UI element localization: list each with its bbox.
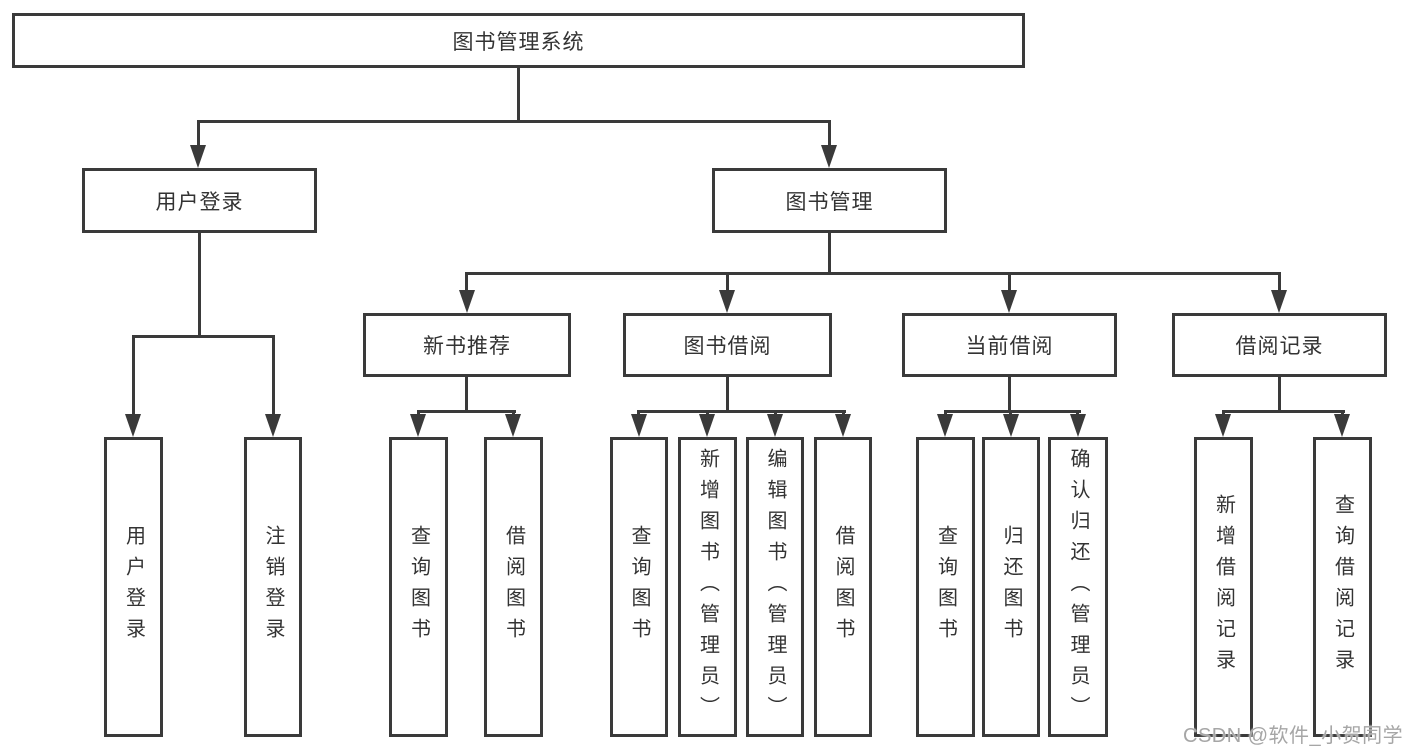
leaf-query-books-current: 查询图书 [916, 437, 975, 737]
connector-user-login-drop [197, 120, 200, 148]
leaf-label: 新增借阅记录 [1212, 494, 1235, 680]
csdn-watermark: CSDN @软件_小贺同学 [1183, 725, 1404, 747]
connector-record-bus [1222, 410, 1345, 413]
connector-leaf-drop [272, 335, 275, 420]
arrow-down-icon [719, 290, 735, 313]
leaf-label: 借阅图书 [832, 525, 854, 649]
leaf-query-books-recommend: 查询图书 [389, 437, 448, 737]
leaf-label: 借阅图书 [502, 525, 525, 649]
arrow-down-icon [1334, 414, 1350, 437]
leaf-edit-books-admin: 编辑图书（管理员） [746, 437, 804, 737]
leaf-label: 注销登录 [262, 525, 284, 649]
leaf-label: 查询图书 [407, 525, 430, 649]
leaf-add-books-admin: 新增图书（管理员） [678, 437, 737, 737]
arrow-down-icon [410, 414, 426, 437]
arrow-down-icon [767, 414, 783, 437]
arrow-down-icon [937, 414, 953, 437]
arrow-down-icon [459, 290, 475, 313]
arrow-down-icon [1001, 290, 1017, 313]
connector-root-drop [517, 68, 520, 122]
arrow-down-icon [1271, 290, 1287, 313]
connector-l3-drop [465, 272, 468, 294]
connector-l3-drop [726, 272, 729, 294]
arrow-down-icon [631, 414, 647, 437]
node-label: 图书管理 [785, 190, 874, 214]
arrow-down-icon [505, 414, 521, 437]
node-label: 新书推荐 [423, 335, 511, 358]
connector-user-login-stem [198, 233, 201, 338]
leaf-query-borrow-record: 查询借阅记录 [1313, 437, 1372, 737]
leaf-label: 确认归还（管理员） [1067, 447, 1089, 727]
leaf-add-borrow-record: 新增借阅记录 [1194, 437, 1253, 737]
node-current-borrowing: 当前借阅 [902, 313, 1117, 377]
leaf-label: 查询借阅记录 [1331, 494, 1354, 680]
arrow-down-icon [1003, 414, 1019, 437]
leaf-return-books: 归还图书 [982, 437, 1040, 737]
leaf-label: 新增图书（管理员） [696, 447, 719, 727]
leaf-borrow-books-recommend: 借阅图书 [484, 437, 543, 737]
leaf-label: 查询图书 [934, 525, 957, 649]
leaf-confirm-return-admin: 确认归还（管理员） [1048, 437, 1108, 737]
node-label: 借阅记录 [1235, 335, 1324, 358]
arrow-down-icon [190, 145, 206, 168]
node-book-borrowing: 图书借阅 [623, 313, 832, 377]
connector-borrow-bus [637, 410, 846, 413]
connector-book-mgmt-stem [828, 233, 831, 275]
leaf-label: 编辑图书（管理员） [764, 447, 786, 727]
arrow-down-icon [821, 145, 837, 168]
node-label: 图书借阅 [683, 335, 772, 358]
connector-level2-bus [197, 120, 831, 123]
leaf-query-books-borrow: 查询图书 [610, 437, 668, 737]
connector-borrow-stem [726, 377, 729, 413]
leaf-borrow-books: 借阅图书 [814, 437, 872, 737]
node-user-login: 用户登录 [82, 168, 317, 233]
arrow-down-icon [1070, 414, 1086, 437]
connector-l3-drop [1278, 272, 1281, 294]
node-book-management: 图书管理 [712, 168, 947, 233]
node-borrowing-records: 借阅记录 [1172, 313, 1387, 377]
arrow-down-icon [699, 414, 715, 437]
leaf-label: 归还图书 [1000, 525, 1022, 649]
arrow-down-icon [265, 414, 281, 437]
leaf-label: 用户登录 [122, 525, 145, 649]
arrow-down-icon [835, 414, 851, 437]
connector-record-stem [1278, 377, 1281, 413]
connector-user-login-bus [132, 335, 275, 338]
node-label: 图书管理系统 [452, 30, 585, 54]
connector-rec-bus [417, 410, 516, 413]
node-label: 用户登录 [155, 190, 244, 214]
connector-current-stem [1008, 377, 1011, 413]
connector-book-mgmt-drop [828, 120, 831, 148]
leaf-label: 查询图书 [628, 525, 650, 649]
connector-leaf-drop [132, 335, 135, 420]
connector-l3-drop [1008, 272, 1011, 294]
node-new-book-recommend: 新书推荐 [363, 313, 571, 377]
node-library-management-system: 图书管理系统 [12, 13, 1025, 68]
connector-rec-stem [465, 377, 468, 413]
leaf-user-login: 用户登录 [104, 437, 163, 737]
leaf-logout: 注销登录 [244, 437, 302, 737]
connector-current-bus [944, 410, 1081, 413]
arrow-down-icon [1215, 414, 1231, 437]
arrow-down-icon [125, 414, 141, 437]
connector-level3-bus [465, 272, 1281, 275]
node-label: 当前借阅 [965, 335, 1054, 358]
